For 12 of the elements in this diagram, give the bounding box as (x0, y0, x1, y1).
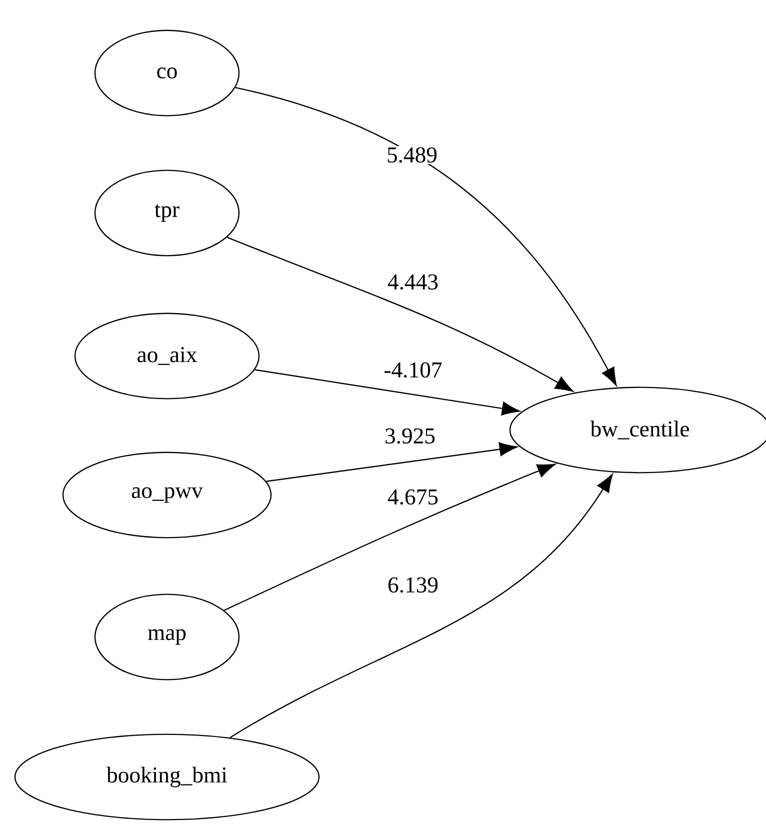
edge-label: 4.675 (386, 488, 440, 506)
arrow (224, 464, 556, 611)
arrow (235, 86, 617, 386)
arrow (254, 369, 520, 416)
edge-label: 3.925 (383, 427, 437, 445)
edge-label: 4.443 (386, 273, 440, 291)
edge-label: -4.107 (382, 360, 444, 380)
edge-label: 5.489 (385, 146, 439, 164)
arrow (230, 474, 613, 738)
arrow (266, 442, 518, 482)
arrow (226, 236, 574, 392)
edge-label: 6.139 (386, 576, 440, 594)
